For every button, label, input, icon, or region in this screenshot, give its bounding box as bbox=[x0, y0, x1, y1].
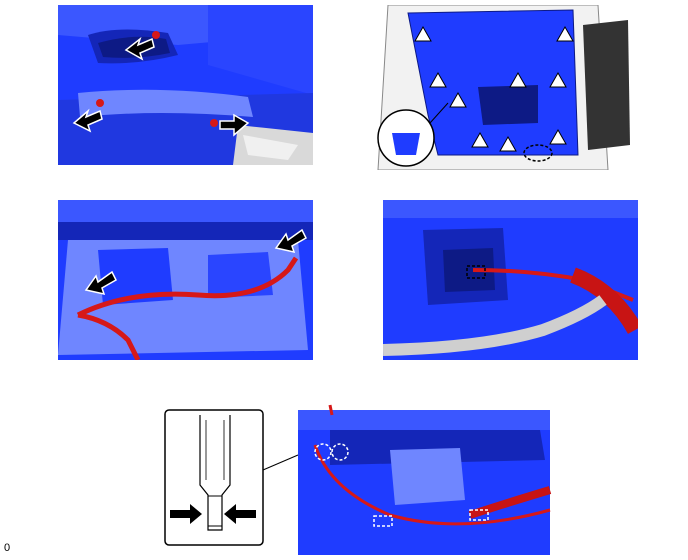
trim-clip-icon bbox=[509, 71, 527, 88]
squeeze-arrow-icon bbox=[224, 504, 256, 524]
callout-arrow-icon bbox=[72, 108, 103, 133]
trim-clip-icon bbox=[414, 25, 432, 42]
screw-marker bbox=[96, 99, 104, 107]
trim-clip-icon bbox=[429, 71, 447, 88]
dashed-circle bbox=[331, 443, 349, 461]
door-trim-clip-panel bbox=[368, 5, 633, 170]
trim-clip-icon bbox=[471, 131, 489, 148]
latch-connector-panel bbox=[383, 200, 638, 360]
trim-clip-icon bbox=[549, 71, 567, 88]
callout-arrow-icon bbox=[124, 36, 155, 61]
trim-clip-icon bbox=[556, 25, 574, 42]
trim-clip-icon bbox=[449, 91, 467, 108]
squeeze-arrow-icon bbox=[170, 504, 202, 524]
trim-clip-icon bbox=[549, 128, 567, 145]
clamp-release-panel bbox=[160, 400, 555, 555]
callout-arrow-icon bbox=[219, 113, 250, 137]
callout-arrow-icon bbox=[84, 270, 117, 296]
connector-box bbox=[373, 515, 393, 527]
connector-box bbox=[469, 509, 489, 521]
screw-marker bbox=[152, 31, 160, 39]
screw-marker bbox=[210, 119, 218, 127]
dashed-circle bbox=[314, 443, 332, 461]
door-handle-panel bbox=[58, 5, 313, 165]
figure-label: 0 bbox=[4, 542, 11, 554]
wire-harness-panel bbox=[58, 200, 313, 360]
trim-clip-icon bbox=[499, 135, 517, 152]
callout-arrow-icon bbox=[274, 228, 307, 254]
